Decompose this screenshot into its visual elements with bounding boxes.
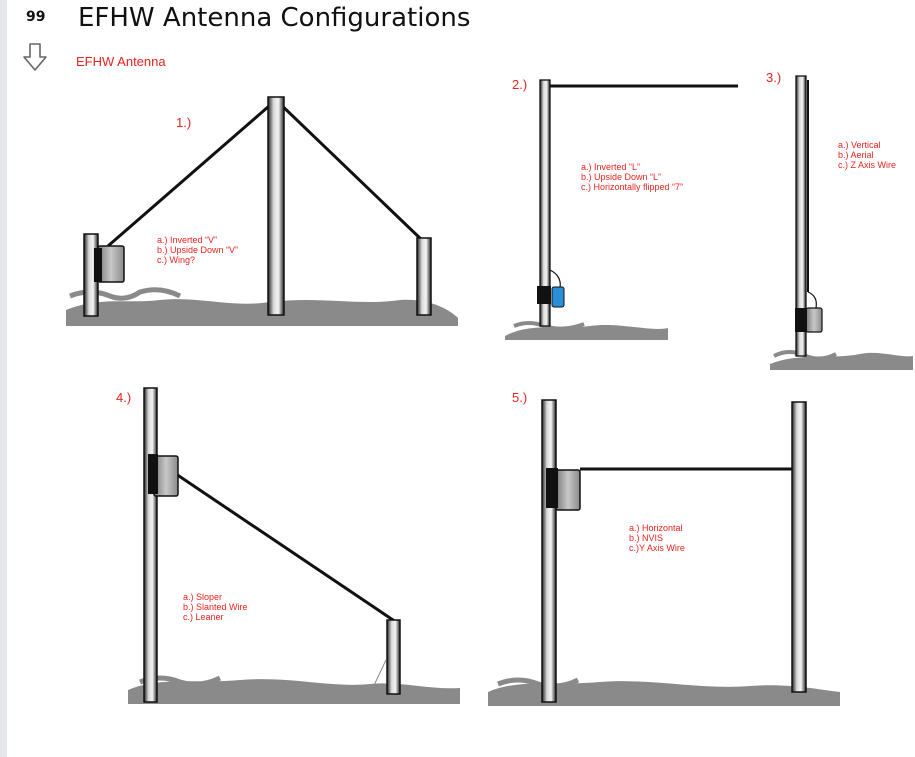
panel-2-number: 2.) <box>512 77 527 92</box>
ground-1 <box>66 299 458 326</box>
ground-5 <box>488 681 840 706</box>
pole-4-left <box>143 387 158 703</box>
antenna-wire-1b <box>274 98 426 244</box>
panel-2-name-b: b.) Upside Down “L” <box>581 172 661 182</box>
pole-3 <box>795 75 807 357</box>
panel-1-name-b: b.) Upside Down “V” <box>157 245 238 255</box>
panel-4-sloper: 4.) a.) Sloper b.) Slanted Wire c.) Lean… <box>116 387 460 704</box>
panel-1-name-c: c.) Wing? <box>157 255 195 265</box>
panel-3-vertical: 3.) a.) Vertical b.) Aerial c.) Z Axis W… <box>766 70 913 370</box>
panel-3-name-b: b.) Aerial <box>838 150 874 160</box>
matching-box-3 <box>805 307 823 333</box>
diagram-caption: EFHW Antenna <box>76 54 166 69</box>
panel-1-name-a: a.) Inverted “V” <box>157 235 217 245</box>
antenna-wire-2 <box>547 84 738 90</box>
pole-4-right <box>386 619 401 695</box>
left-sidebar-strip <box>0 0 7 757</box>
unun-box-2 <box>551 286 565 308</box>
panel-3-number: 3.) <box>766 70 781 85</box>
panel-4-name-b: b.) Slanted Wire <box>183 602 248 612</box>
panel-1-number: 1.) <box>176 115 191 130</box>
panel-5-number: 5.) <box>512 390 527 405</box>
pole-1-center <box>267 96 285 316</box>
panel-2-inverted-l: 2.) a.) Inverted “L” b.) Upside Down “L”… <box>505 77 738 340</box>
pole-2 <box>539 79 551 327</box>
slide-title: EFHW Antenna Configurations <box>78 3 471 33</box>
pole-5-right <box>791 401 807 693</box>
ground-3 <box>770 352 913 370</box>
panel-4-name-c: c.) Leaner <box>183 612 224 622</box>
panel-5-name-b: b.) NVIS <box>629 533 663 543</box>
antenna-wire-4 <box>175 472 397 624</box>
panel-2-name-c: c.) Horizontally flipped “7” <box>581 182 683 192</box>
ground-4 <box>128 679 460 704</box>
matching-box-5 <box>555 469 581 511</box>
pole-1-right <box>416 237 432 316</box>
panel-5-name-c: c.)Y Axis Wire <box>629 543 685 553</box>
arrow-down-icon[interactable] <box>22 42 48 72</box>
panel-1-inverted-v: 1.) a.) Inverted “V” b.) Upside Down “V”… <box>66 96 458 326</box>
panel-5-horizontal: 5.) a.) Horizontal b.) NVIS c.)Y Axis Wi… <box>488 390 840 706</box>
panel-3-name-a: a.) Vertical <box>838 140 881 150</box>
slide-number: 99 <box>26 9 46 25</box>
panel-4-number: 4.) <box>116 390 131 405</box>
panel-2-name-a: a.) Inverted “L” <box>581 162 640 172</box>
panel-3-name-c: c.) Z Axis Wire <box>838 160 896 170</box>
panel-5-name-a: a.) Horizontal <box>629 523 683 533</box>
antenna-wire-1a <box>107 98 277 248</box>
ground-2 <box>505 325 668 340</box>
panel-4-name-a: a.) Sloper <box>183 592 222 602</box>
pole-5-left <box>541 399 557 703</box>
